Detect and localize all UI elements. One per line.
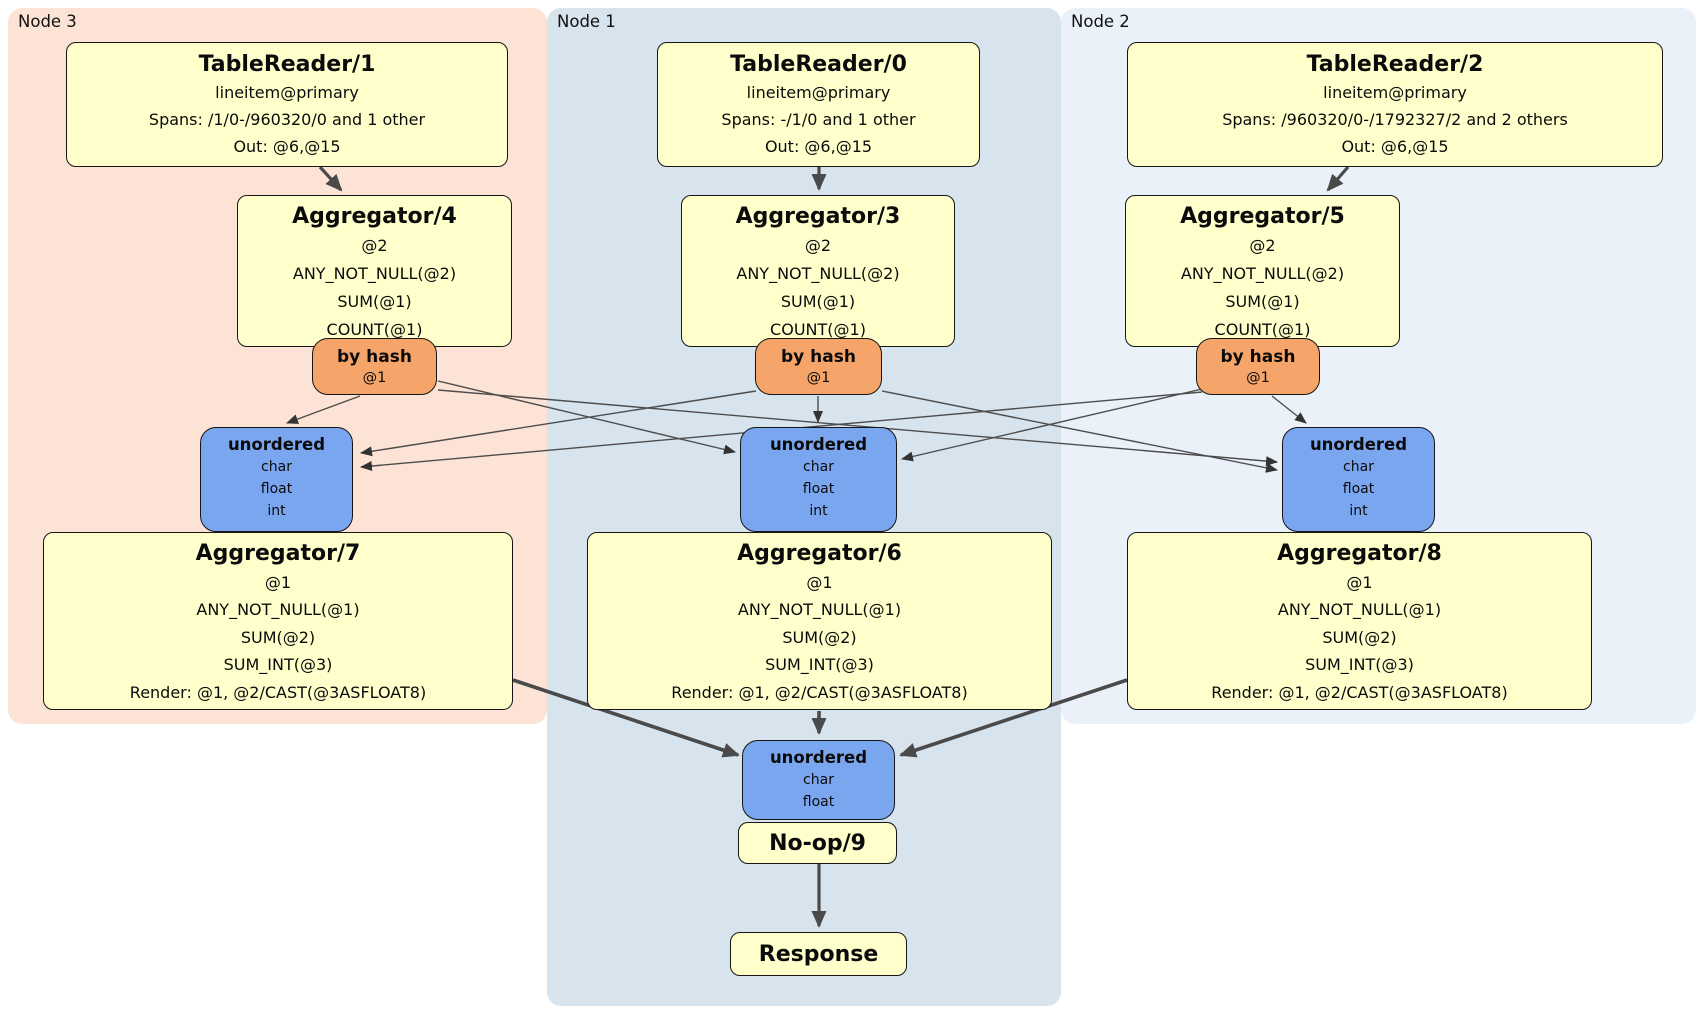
agg-expr: SUM_INT(@3) [765, 655, 874, 675]
noop-label: No-op/9 [769, 830, 866, 856]
stream-type: float [1342, 480, 1375, 497]
out-line: Out: @6,@15 [233, 137, 341, 156]
response-box: Response [730, 932, 907, 976]
processor-title: TableReader/1 [198, 52, 376, 77]
processor-title: Aggregator/4 [292, 204, 457, 229]
index-line: lineitem@primary [215, 83, 359, 102]
agg-expr: SUM_INT(@3) [1305, 655, 1414, 675]
group-by-line: @1 [806, 573, 833, 592]
render-line: Render: @1, @2/CAST(@3ASFLOAT8) [129, 682, 427, 702]
processor-title: TableReader/0 [730, 52, 907, 77]
agg-expr: SUM(@2) [240, 627, 316, 647]
processor-title: Aggregator/7 [195, 541, 361, 566]
agg-expr: ANY_NOT_NULL(@1) [1277, 600, 1442, 620]
processor-title: Aggregator/3 [735, 204, 901, 229]
stream-type: float [260, 480, 293, 497]
hash-router: by hash @1 [312, 338, 437, 395]
processor-title: Aggregator/8 [1277, 541, 1442, 566]
group-by-line: @2 [361, 236, 388, 255]
render-line: Render: @1, @2/CAST(@3ASFLOAT8) [671, 682, 968, 702]
final-unordered-sync: unordered char float [742, 740, 895, 820]
agg-expr: ANY_NOT_NULL(@1) [196, 600, 360, 620]
sync-title: unordered [227, 435, 326, 454]
stream-type: char [1343, 459, 1374, 475]
stream-type: char [261, 459, 292, 475]
stream-type: float [802, 480, 835, 497]
hash-router: by hash @1 [755, 338, 882, 395]
noop-box: No-op/9 [738, 822, 897, 864]
agg-expr: ANY_NOT_NULL(@2) [1180, 264, 1345, 283]
agg-expr: SUM(@2) [782, 627, 857, 647]
table-reader-box: TableReader/0 lineitem@primary Spans: -/… [657, 42, 980, 167]
out-line: Out: @6,@15 [1341, 137, 1449, 156]
stream-type: int [809, 502, 828, 519]
unordered-sync: unordered char float int [740, 427, 897, 532]
spans-line: Spans: /1/0-/960320/0 and 1 other [148, 110, 426, 129]
processor-title: Aggregator/5 [1180, 204, 1345, 229]
aggregator-box: Aggregator/4 @2 ANY_NOT_NULL(@2) SUM(@1)… [237, 195, 512, 347]
node1-label: Node 1 [557, 12, 616, 31]
index-line: lineitem@primary [746, 83, 891, 102]
aggregator-box: Aggregator/3 @2 ANY_NOT_NULL(@2) SUM(@1)… [681, 195, 955, 347]
sync-title: unordered [1309, 435, 1408, 454]
group-by-line: @1 [1346, 573, 1373, 592]
group-by-line: @2 [804, 236, 832, 255]
group-by-line: @1 [264, 573, 292, 592]
aggregator-box: Aggregator/6 @1 ANY_NOT_NULL(@1) SUM(@2)… [587, 532, 1052, 710]
agg-expr: SUM_INT(@3) [223, 655, 333, 675]
router-key: @1 [1246, 370, 1270, 386]
render-line: Render: @1, @2/CAST(@3ASFLOAT8) [1211, 682, 1508, 702]
stream-type: char [803, 459, 834, 475]
agg-expr: COUNT(@1) [770, 320, 866, 339]
agg-expr: ANY_NOT_NULL(@2) [736, 264, 900, 283]
router-title: by hash [781, 347, 856, 367]
agg-expr: ANY_NOT_NULL(@2) [292, 264, 457, 283]
agg-expr: ANY_NOT_NULL(@1) [737, 600, 902, 620]
processor-title: TableReader/2 [1306, 52, 1484, 77]
index-line: lineitem@primary [1323, 83, 1467, 102]
agg-expr: COUNT(@1) [326, 320, 423, 339]
aggregator-box: Aggregator/5 @2 ANY_NOT_NULL(@2) SUM(@1)… [1125, 195, 1400, 347]
router-title: by hash [337, 347, 412, 367]
spans-line: Spans: /960320/0-/1792327/2 and 2 others [1222, 110, 1568, 129]
spans-line: Spans: -/1/0 and 1 other [721, 110, 916, 129]
sync-title: unordered [769, 435, 868, 454]
agg-expr: SUM(@1) [780, 292, 856, 311]
stream-type: char [803, 772, 834, 788]
sync-title: unordered [769, 748, 868, 767]
router-key: @1 [362, 370, 387, 386]
stream-type: int [1349, 502, 1368, 519]
aggregator-box: Aggregator/8 @1 ANY_NOT_NULL(@1) SUM(@2)… [1127, 532, 1592, 710]
table-reader-box: TableReader/1 lineitem@primary Spans: /1… [66, 42, 508, 167]
agg-expr: SUM(@2) [1322, 627, 1397, 647]
router-title: by hash [1220, 347, 1296, 367]
response-label: Response [758, 941, 879, 967]
aggregator-box: Aggregator/7 @1 ANY_NOT_NULL(@1) SUM(@2)… [43, 532, 513, 710]
agg-expr: COUNT(@1) [1214, 320, 1311, 339]
table-reader-box: TableReader/2 lineitem@primary Spans: /9… [1127, 42, 1663, 167]
hash-router: by hash @1 [1196, 338, 1320, 395]
agg-expr: SUM(@1) [337, 292, 412, 311]
stream-type: float [802, 793, 835, 810]
node3-label: Node 3 [18, 12, 77, 31]
agg-expr: SUM(@1) [1225, 292, 1300, 311]
router-key: @1 [806, 370, 831, 386]
processor-title: Aggregator/6 [737, 541, 902, 566]
out-line: Out: @6,@15 [764, 137, 873, 156]
unordered-sync: unordered char float int [200, 427, 353, 532]
stream-type: int [267, 502, 286, 519]
node2-label: Node 2 [1071, 12, 1130, 31]
group-by-line: @2 [1249, 236, 1276, 255]
unordered-sync: unordered char float int [1282, 427, 1435, 532]
